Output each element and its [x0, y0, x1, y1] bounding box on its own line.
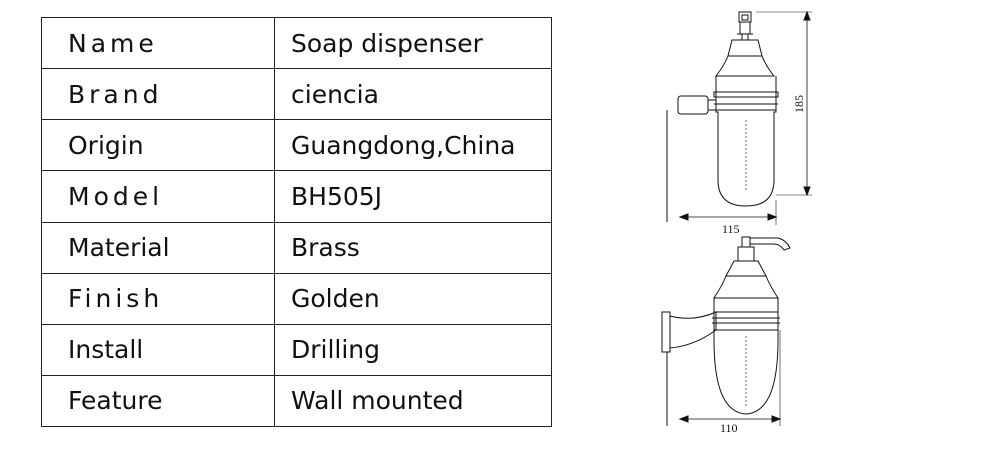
technical-drawing: 185 115 110 — [661, 10, 812, 435]
dispenser-side-view — [661, 236, 791, 426]
table-row: Name Soap dispenser — [41, 16, 552, 70]
table-row: Material Brass — [41, 221, 552, 274]
table-row: Origin Guangdong,China — [41, 119, 552, 172]
table-row: Model BH505J — [41, 170, 552, 223]
table-row: Brand ciencia — [41, 68, 552, 121]
spec-label: Install — [41, 323, 275, 376]
spec-label: Origin — [41, 119, 275, 172]
spec-value: Brass — [274, 221, 552, 274]
table-row: Feature Wall mounted — [41, 374, 552, 428]
spec-label: Material — [41, 221, 275, 274]
spec-table: Name Soap dispenser Brand ciencia Origin… — [41, 16, 552, 428]
spec-label: Model — [41, 170, 275, 223]
spec-label: Brand — [41, 68, 275, 121]
spec-value: BH505J — [274, 170, 552, 223]
table-row: Finish Golden — [41, 272, 552, 325]
spec-label: Name — [41, 16, 275, 70]
dimension-width-top-label: 115 — [722, 222, 740, 236]
spec-value: Wall mounted — [274, 374, 552, 428]
dimension-width-bottom-label: 110 — [720, 421, 738, 435]
spec-value: Guangdong,China — [274, 119, 552, 172]
spec-value: Drilling — [274, 323, 552, 376]
spec-label: Feature — [41, 374, 275, 428]
spec-label: Finish — [41, 272, 275, 325]
spec-value: Golden — [274, 272, 552, 325]
spec-value: Soap dispenser — [274, 16, 552, 70]
table-row: Install Drilling — [41, 323, 552, 376]
spec-value: ciencia — [274, 68, 552, 121]
dimension-height-label: 185 — [792, 95, 806, 113]
dispenser-top-view — [666, 10, 812, 225]
